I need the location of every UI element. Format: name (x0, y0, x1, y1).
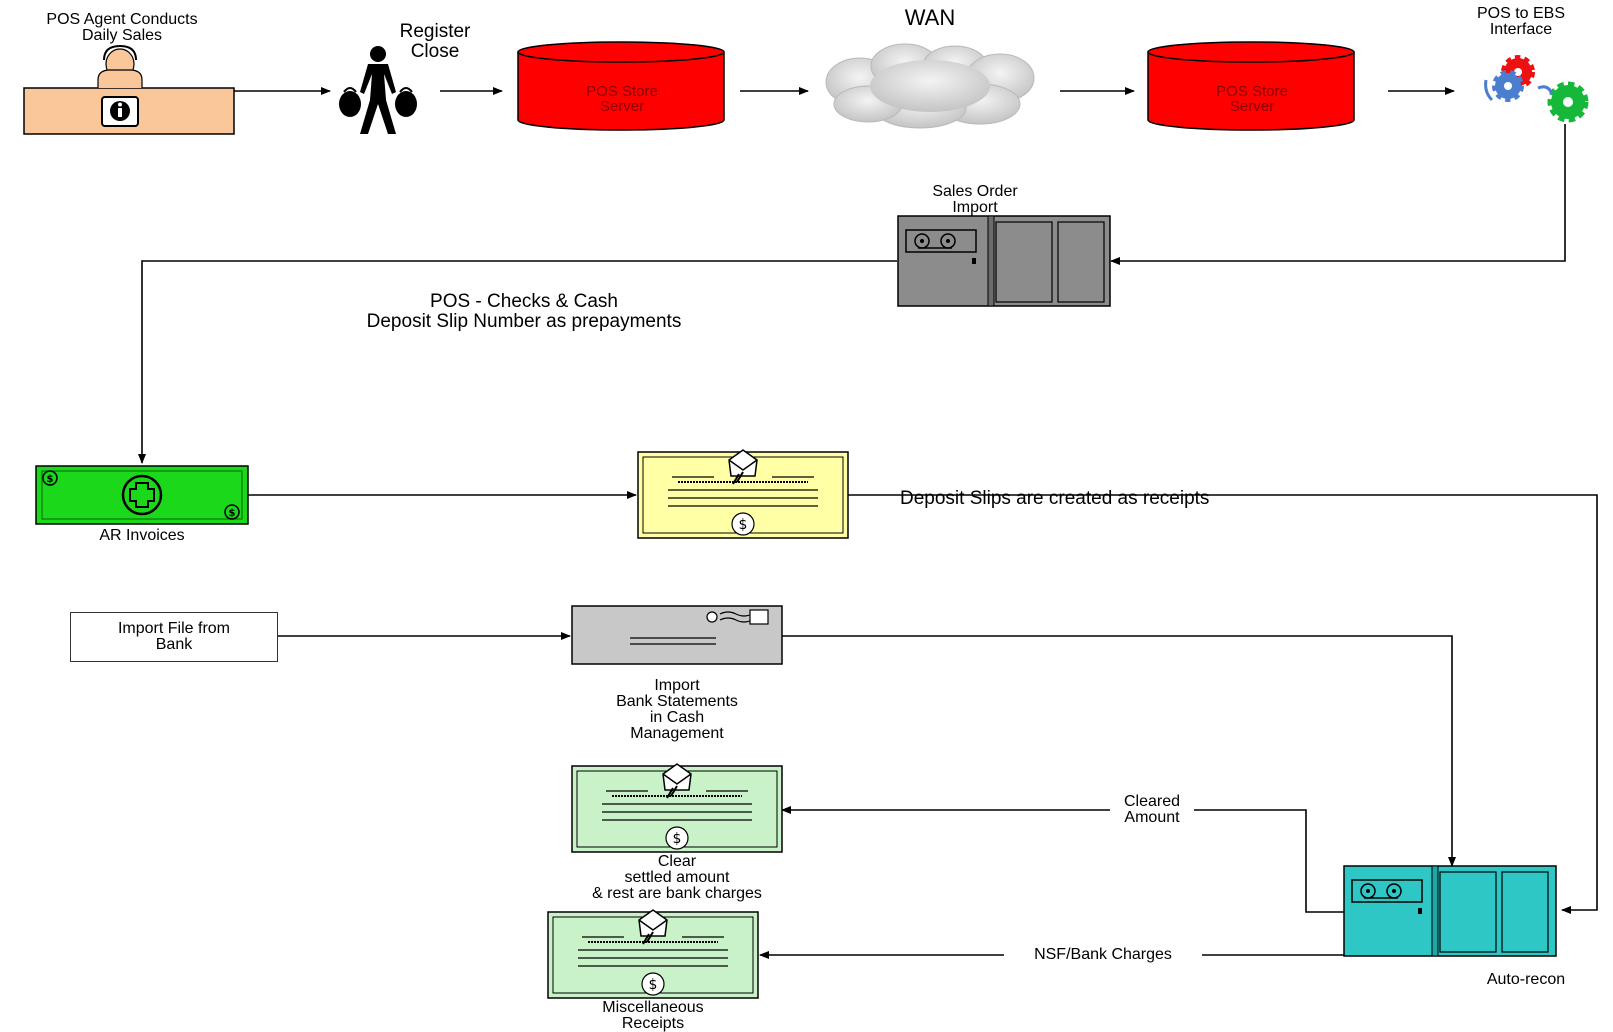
svg-text:$: $ (673, 831, 682, 847)
svg-text:$: $ (649, 977, 658, 993)
misc-receipts-label: Miscellaneous Receipts (602, 999, 704, 1032)
edge-deposit-to-recon (846, 494, 1598, 914)
svg-text:$: $ (229, 508, 236, 519)
auto-recon-label: Auto-recon (1486, 971, 1566, 988)
certificate-icon: $ (571, 763, 783, 853)
pos-agent-label: POS Agent Conducts Daily Sales (46, 11, 198, 44)
wan-label: WAN (904, 5, 956, 30)
svg-text:$: $ (47, 474, 54, 485)
register-close-label: Register Close (399, 21, 471, 62)
interface-label: POS to EBS Interface (1476, 5, 1566, 38)
store-server-1-label: POS Store Server (586, 83, 658, 115)
clear-settled-label: Clear settled amount & rest are bank cha… (592, 853, 762, 902)
edge-recon-to-clear (781, 806, 1344, 913)
cloud-icon (825, 43, 1035, 129)
info-kiosk-icon (23, 44, 235, 135)
cleared-amount-label: Cleared Amount (1110, 794, 1194, 826)
certificate-icon: $ (547, 909, 759, 999)
person-carrying-bags-icon (339, 46, 417, 134)
svg-text:$: $ (739, 517, 748, 533)
nsf-bank-charges-label: NSF/Bank Charges (1004, 947, 1202, 963)
pos-checks-note: POS - Checks & Cash Deposit Slip Number … (366, 291, 682, 332)
envelope-icon (571, 605, 783, 665)
ar-invoices-label: AR Invoices (99, 527, 185, 544)
database-cylinder-icon (1147, 41, 1355, 131)
connectors (138, 87, 1598, 959)
mainframe-icon (897, 215, 1111, 307)
database-cylinder-icon (517, 41, 725, 131)
import-statements-label: Import Bank Statements in Cash Managemen… (616, 677, 738, 742)
money-bill-icon: $ $ (35, 465, 249, 525)
store-server-2-label: POS Store Server (1216, 83, 1288, 115)
mainframe-icon (1343, 865, 1557, 957)
edge-sales-import-to-ar (138, 260, 897, 464)
gears-icon (1484, 55, 1589, 123)
import-file-box: Import File from Bank (70, 612, 278, 662)
edge-statements-to-recon (782, 635, 1456, 867)
edge-interface-to-sales-import (1110, 124, 1566, 265)
sales-order-import-label: Sales Order Import (932, 183, 1018, 216)
deposit-slips-note: Deposit Slips are created as receipts (900, 488, 1210, 509)
certificate-icon: $ (637, 449, 849, 539)
